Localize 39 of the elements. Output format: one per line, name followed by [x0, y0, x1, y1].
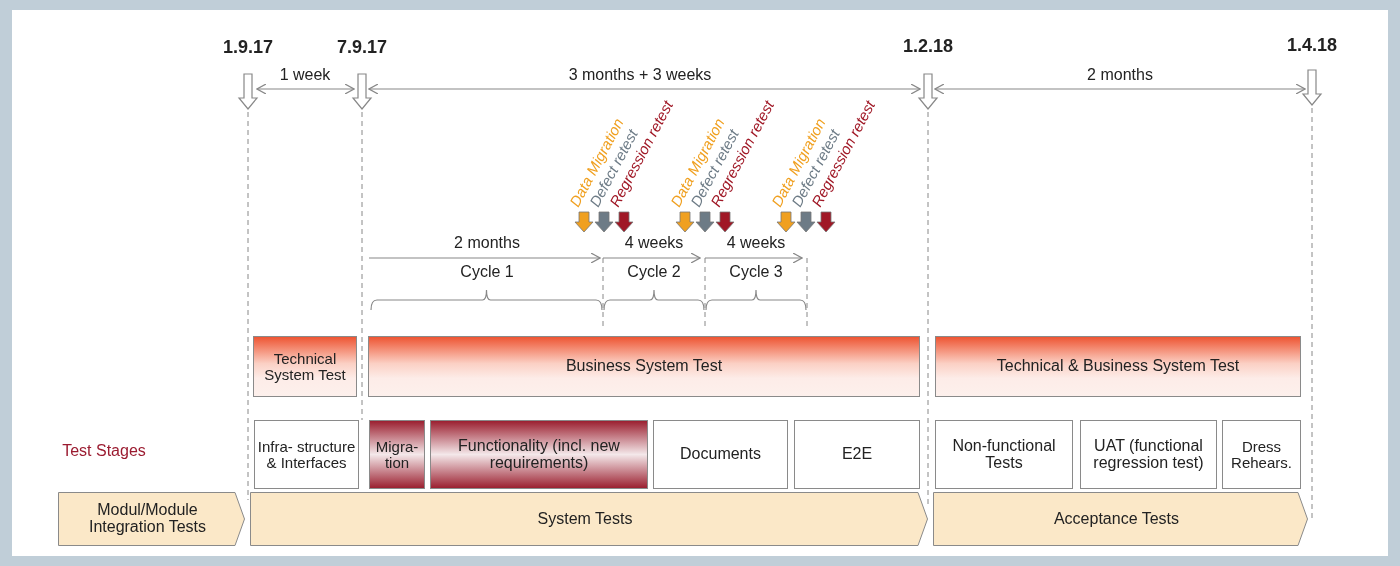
phase-bar	[368, 336, 920, 397]
duration-label: 4 weeks	[622, 235, 686, 251]
node-label: Business System Test	[564, 358, 724, 375]
date-label: 1.4.18	[1285, 36, 1339, 54]
node-label: Migra- tion	[374, 438, 420, 471]
duration-label: 1 week	[277, 67, 333, 83]
stage-box	[1222, 420, 1301, 489]
duration-label: Cycle 1	[458, 264, 516, 280]
stage-box	[430, 420, 648, 489]
phase-bar	[935, 336, 1301, 397]
row-label: Test Stages	[60, 443, 148, 459]
date-label: 7.9.17	[335, 38, 389, 56]
duration-label: 2 months	[452, 235, 522, 251]
node-label: Technical & Business System Test	[995, 358, 1241, 375]
node-label: Acceptance Tests	[1052, 510, 1181, 528]
duration-label: 3 months + 3 weeks	[566, 67, 714, 83]
stage-box	[935, 420, 1073, 489]
node-label: UAT (functional regression test)	[1092, 437, 1205, 472]
stage-box	[653, 420, 788, 489]
node-label: Documents	[679, 446, 762, 463]
duration-label: 2 months	[1085, 67, 1155, 83]
node-label: Functionality (incl. new requirements)	[457, 437, 621, 472]
phase-bar	[253, 336, 357, 397]
stage-box	[254, 420, 359, 489]
node-label: System Tests	[536, 510, 634, 528]
node-label: Non-functional Tests	[951, 437, 1057, 472]
duration-label: 4 weeks	[724, 235, 788, 251]
date-label: 1.2.18	[901, 37, 955, 55]
duration-label: Cycle 2	[625, 264, 683, 280]
stage-box	[1080, 420, 1217, 489]
date-label: 1.9.17	[221, 38, 275, 56]
node-label: Infra- structure & Interfaces	[256, 438, 357, 471]
node-label: Technical System Test	[263, 350, 347, 383]
node-label: Modul/Module Integration Tests	[87, 502, 208, 536]
stage-box	[369, 420, 425, 489]
node-label: Dress Rehears.	[1230, 438, 1293, 471]
duration-label: Cycle 3	[727, 264, 785, 280]
node-label: E2E	[840, 446, 874, 463]
stage-box	[794, 420, 920, 489]
